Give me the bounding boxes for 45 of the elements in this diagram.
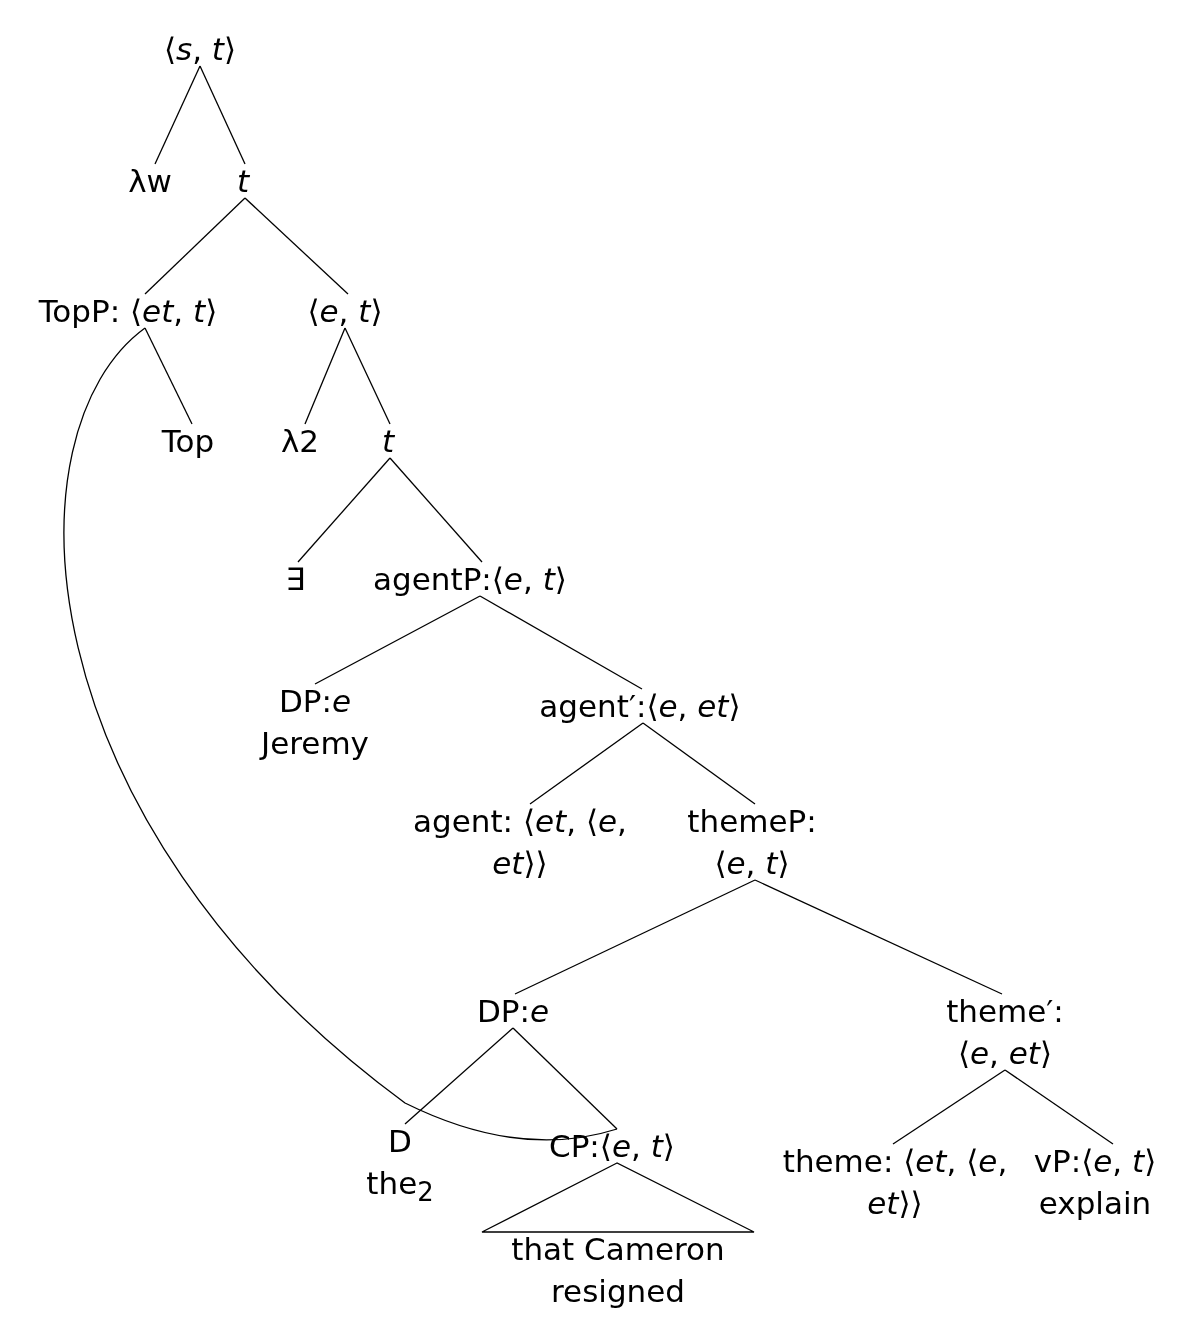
tree-branch (297, 457, 391, 563)
triangle-branch (481, 1162, 755, 1233)
tree-branch (754, 879, 1003, 995)
word-label: Jeremy (261, 724, 369, 763)
tree-branch (642, 722, 756, 805)
tree-branch (389, 457, 483, 563)
node-label: themeP: ⟨e, t⟩ (686, 802, 818, 883)
node-label: CP:⟨e, t⟩ (549, 1127, 675, 1166)
node-label: vP:⟨e, t⟩ (1033, 1142, 1157, 1181)
tree-branch (244, 197, 349, 295)
tree-branch (404, 1027, 514, 1125)
tree-branch (144, 327, 193, 425)
node-label: ∃ (285, 560, 305, 599)
node-label: theme: ⟨et, ⟨e, et⟩⟩ (781, 1142, 1009, 1223)
node-label: t (381, 422, 395, 461)
movement-curve (64, 327, 618, 1141)
tree-branch (529, 722, 644, 805)
word-label: the$_{2}$ (366, 1164, 434, 1210)
node-label: t (236, 162, 250, 201)
node-label: DP:e (476, 992, 550, 1031)
node-label: Top (161, 422, 215, 461)
tree-branch (512, 1027, 618, 1130)
tree-branch (314, 595, 481, 685)
tree-branch (479, 595, 643, 690)
word-label: explain (1037, 1184, 1153, 1223)
node-label: ⟨e, t⟩ (307, 292, 383, 331)
tree-branch (1004, 1069, 1114, 1145)
tree-branch (514, 879, 756, 995)
node-label: agent: ⟨et, ⟨e, et⟩⟩ (412, 802, 628, 883)
node-label: DP:e (277, 682, 353, 721)
tree-branch (304, 327, 346, 425)
node-label: agent′:⟨e, et⟩ (539, 687, 741, 726)
tree-branch (144, 197, 246, 295)
node-label: agentP:⟨e, t⟩ (373, 560, 567, 599)
tree-branch (344, 327, 391, 425)
node-label: D (387, 1122, 413, 1161)
node-label: that Cameron resigned (510, 1230, 726, 1311)
node-label: λw (128, 162, 172, 201)
tree-branch (892, 1069, 1006, 1145)
node-label: TopP: ⟨et, t⟩ (38, 292, 218, 331)
tree-branch (154, 65, 201, 165)
node-label: λ2 (280, 422, 320, 461)
tree-branch (199, 65, 246, 165)
node-label: ⟨s, t⟩ (163, 30, 237, 69)
node-label: theme′: ⟨e, et⟩ (945, 992, 1065, 1073)
